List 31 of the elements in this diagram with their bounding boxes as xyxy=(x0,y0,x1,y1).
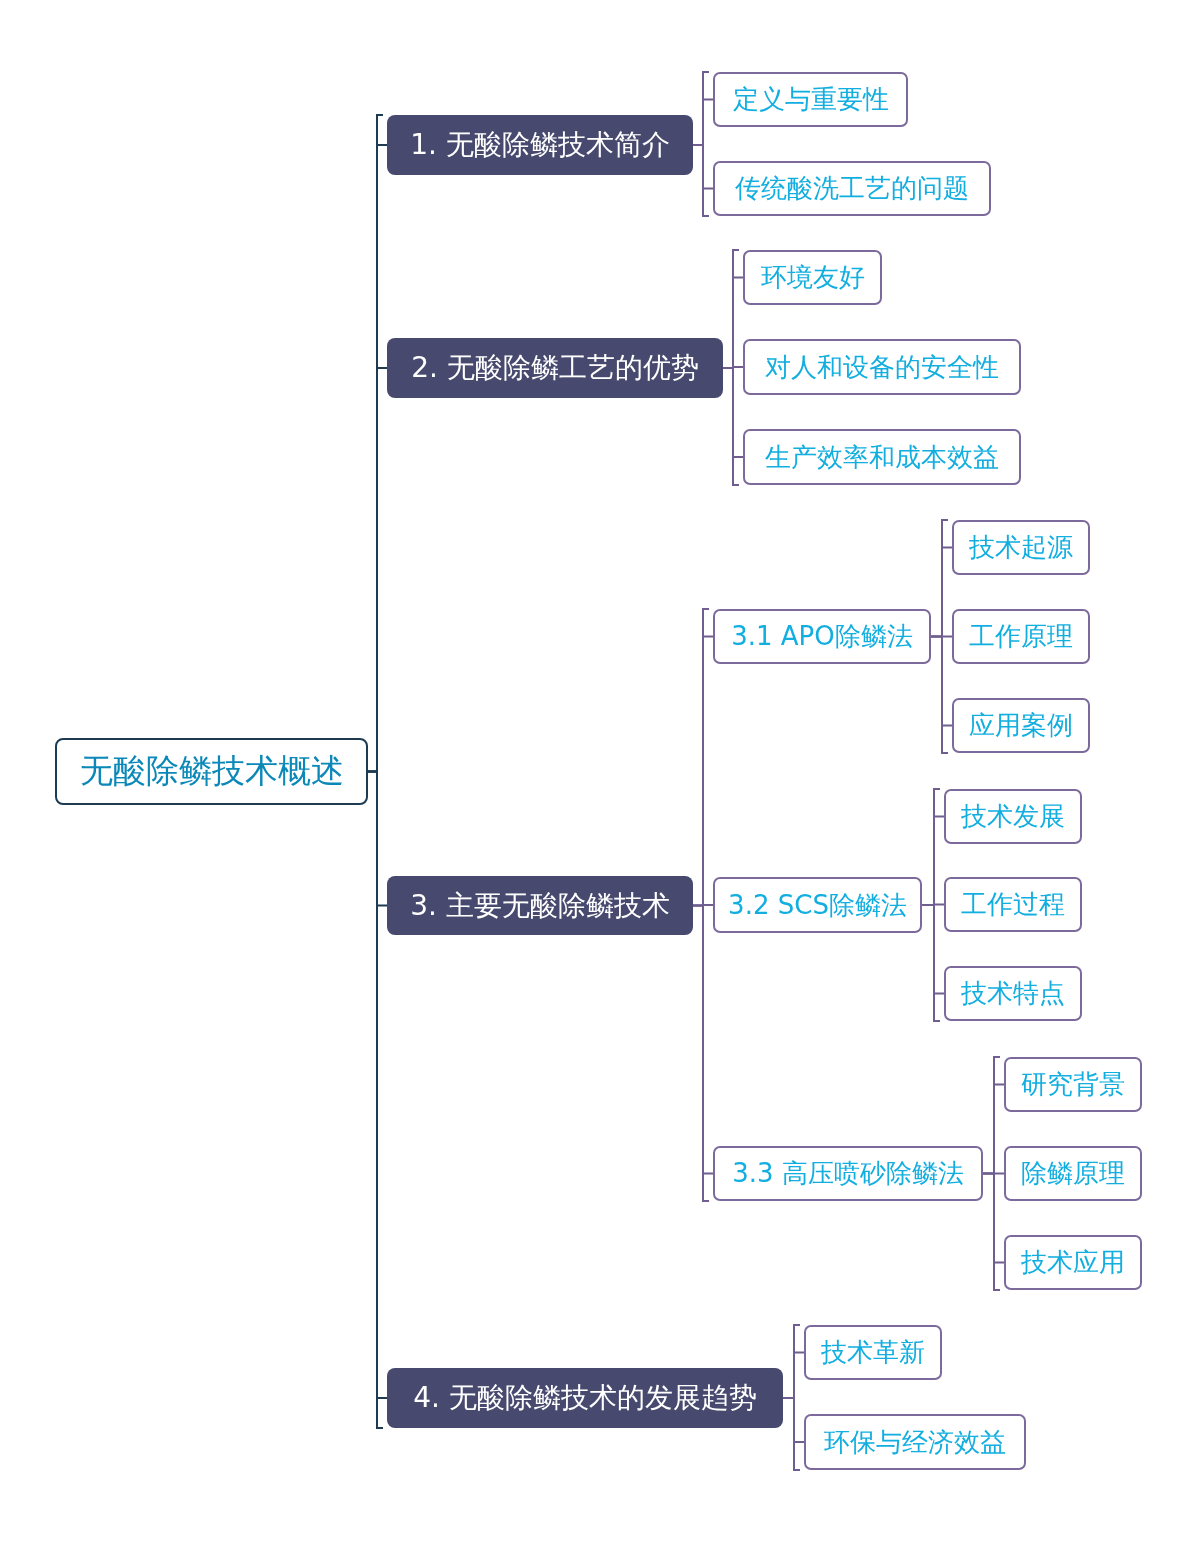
subtopic-box: 技术革新 xyxy=(804,1325,942,1380)
subtopic-box: 传统酸洗工艺的问题 xyxy=(713,161,991,216)
subtopic-box: 技术发展 xyxy=(944,789,1082,844)
subtopic-box: 对人和设备的安全性 xyxy=(743,339,1021,395)
subtopic-box: 3.3 高压喷砂除鳞法 xyxy=(713,1146,983,1201)
subtopic-box: 定义与重要性 xyxy=(713,72,908,127)
subtopic-box: 技术应用 xyxy=(1004,1235,1142,1290)
connector-line xyxy=(367,770,388,1399)
connector-line xyxy=(921,904,945,995)
connector-line xyxy=(982,1172,1005,1264)
subtopic-box: 生产效率和成本效益 xyxy=(743,429,1021,485)
subtopic-box: 除鳞原理 xyxy=(1004,1146,1142,1201)
subtopic-box: 技术起源 xyxy=(952,520,1090,575)
root-topic-box: 无酸除鳞技术概述 xyxy=(55,738,368,805)
connector-line xyxy=(930,635,953,727)
subtopic-box: 3.1 APO除鳞法 xyxy=(713,609,931,664)
connector-line xyxy=(692,144,714,190)
subtopic-box: 环境友好 xyxy=(743,250,882,305)
subtopic-box: 研究背景 xyxy=(1004,1057,1142,1112)
subtopic-box: 工作过程 xyxy=(944,877,1082,932)
subtopic-box: 环保与经济效益 xyxy=(804,1414,1026,1470)
topic-box: 2. 无酸除鳞工艺的优势 xyxy=(387,338,723,398)
connector-line xyxy=(692,904,714,1175)
subtopic-box: 应用案例 xyxy=(952,698,1090,753)
topic-box: 1. 无酸除鳞技术简介 xyxy=(387,115,693,175)
topic-box: 4. 无酸除鳞技术的发展趋势 xyxy=(387,1368,783,1428)
connector-line xyxy=(722,367,744,458)
subtopic-box: 技术特点 xyxy=(944,966,1082,1021)
subtopic-box: 工作原理 xyxy=(952,609,1090,664)
topic-box: 3. 主要无酸除鳞技术 xyxy=(387,876,693,935)
subtopic-box: 3.2 SCS除鳞法 xyxy=(713,877,922,933)
